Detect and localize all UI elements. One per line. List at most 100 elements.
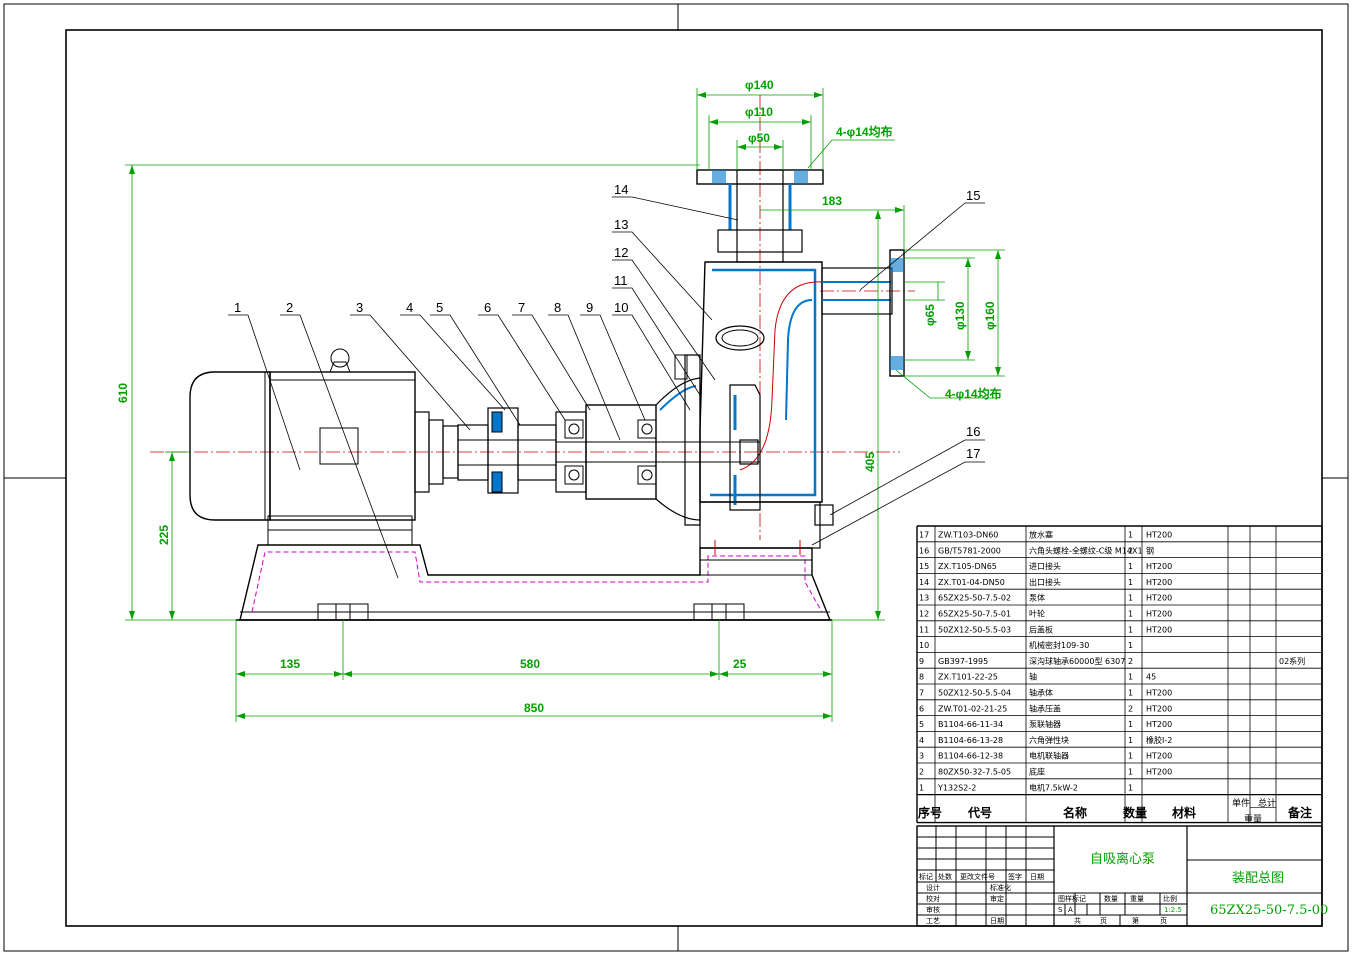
bom-cell-mat: HT200 — [1146, 689, 1172, 698]
bom-cell-code: 50ZX12-50-5.5-04 — [938, 689, 1011, 698]
bom-cell-qty: 1 — [1128, 641, 1133, 650]
bom-header-name: 名称 — [1063, 805, 1087, 820]
coupling — [457, 407, 557, 494]
tb-riqi2: 日期 — [990, 917, 1004, 925]
bom-cell-no: 13 — [919, 594, 929, 603]
tb-gong: 共 — [1074, 916, 1081, 925]
bom-cell-no: 7 — [919, 689, 924, 698]
bom-header-remark: 备注 — [1287, 805, 1312, 820]
bom-cell-name: 六角弹性块 — [1029, 735, 1069, 745]
bom-cell-no: 14 — [919, 578, 929, 587]
tb-biaoji: 标记 — [919, 872, 933, 881]
motor — [189, 348, 459, 521]
tb-product-name: 自吸离心泵 — [1090, 851, 1155, 867]
dim-phi160: φ160 — [983, 301, 997, 330]
inner-border — [65, 29, 1323, 927]
bom-header-total: 总计 — [1258, 797, 1276, 809]
bom-cell-name: 叶轮 — [1029, 609, 1045, 619]
bom-header-material: 材料 — [1171, 805, 1196, 820]
leader-1: 1 — [234, 300, 241, 315]
dim-phi110: φ110 — [745, 105, 773, 119]
bom-cell-qty: 2 — [1128, 546, 1133, 555]
leader-2: 2 — [286, 300, 293, 315]
bom-cell-name: 放水塞 — [1029, 530, 1053, 540]
bom-cell-mat: 橡胶I-2 — [1146, 735, 1172, 745]
dim-135: 135 — [280, 657, 300, 671]
bom-cell-mat: HT200 — [1146, 578, 1172, 587]
bom-cell-code: ZW.T01-02-21-25 — [938, 704, 1007, 713]
bom-cell-code: B1104-66-12-38 — [938, 752, 1003, 761]
dim-225: 225 — [157, 525, 171, 545]
bom-cell-name: 电机联轴器 — [1029, 751, 1069, 761]
bom-cell-no: 8 — [919, 673, 924, 682]
bom-cell-qty: 1 — [1128, 673, 1133, 682]
bom-cell-name: 机械密封109-30 — [1029, 640, 1089, 650]
bom-cell-code: B1104-66-13-28 — [938, 736, 1003, 745]
dim-850: 850 — [524, 701, 544, 715]
bom-cell-mat: HT200 — [1146, 610, 1172, 619]
tb-chushu: 处数 — [938, 872, 952, 881]
leader-8: 8 — [554, 300, 561, 315]
tb-ye1: 页 — [1100, 917, 1107, 925]
bom-cell-qty: 1 — [1128, 625, 1133, 634]
bom-cell-name: 轴承体 — [1029, 688, 1053, 698]
bom-cell-qty: 1 — [1128, 689, 1133, 698]
bom-cell-mat: HT200 — [1146, 768, 1172, 777]
bom-cell-code: Y132S2-2 — [937, 783, 976, 792]
tb-biaozhunhua: 标准化 — [990, 883, 1011, 892]
bom-cell-no: 1 — [919, 783, 924, 792]
bom-cell-mat: HT200 — [1146, 625, 1172, 634]
bom-cell-name: 轴承压盖 — [1029, 703, 1061, 713]
tb-zhongliang: 重量 — [1130, 895, 1144, 903]
leader-numbers: 1 2 3 4 5 6 7 8 9 10 11 12 13 14 15 16 1… — [234, 182, 980, 461]
bom-header-qty: 数量 — [1123, 805, 1147, 820]
bom-table — [916, 525, 1323, 824]
tb-stage-s: S — [1058, 906, 1063, 914]
tb-riqi: 日期 — [1030, 873, 1044, 881]
tb-sheji: 设计 — [926, 883, 940, 892]
bom-header-weight: 重量 — [1244, 813, 1262, 825]
leader-17: 17 — [966, 446, 980, 461]
bom-cell-code: 50ZX12-50-5.5-03 — [938, 625, 1011, 634]
dim-phi140: φ140 — [745, 78, 774, 92]
bom-cell-no: 5 — [919, 720, 924, 729]
tb-genggai: 更改文件号 — [960, 872, 995, 881]
leader-16: 16 — [966, 424, 980, 439]
tb-bili: 比例 — [1163, 894, 1177, 903]
bom-header-no: 序号 — [918, 805, 942, 820]
leader-10: 10 — [614, 300, 628, 315]
bom-cell-name: 后盖板 — [1029, 624, 1053, 634]
bom-cell-no: 16 — [919, 546, 929, 555]
tb-shending: 审定 — [990, 894, 1004, 903]
tb-drawing-no: 65ZX25-50-7.5-00 — [1210, 903, 1328, 918]
bom-cell-name: 底座 — [1029, 767, 1045, 777]
bom-header-code: 代号 — [967, 805, 992, 820]
bom-cell-mat: HT200 — [1146, 752, 1172, 761]
tb-tuyang: 图样标记 — [1058, 894, 1086, 903]
bom-cell-name: 进口接头 — [1029, 561, 1061, 571]
bom-cell-mat: HT200 — [1146, 720, 1172, 729]
bom-cell-no: 4 — [919, 736, 924, 745]
title-block — [916, 825, 1323, 927]
bom-cell-mat: HT200 — [1146, 531, 1172, 540]
dim-610: 610 — [116, 383, 130, 403]
bom-cell-no: 15 — [919, 562, 929, 571]
bom-cell-no: 12 — [919, 610, 929, 619]
bom-cell-mat: HT200 — [1146, 594, 1172, 603]
bom-cell-code: B1104-66-11-34 — [938, 720, 1003, 729]
leader-7: 7 — [518, 300, 525, 315]
leader-12: 12 — [614, 245, 628, 260]
bom-cell-code: ZX.T01-04-DN50 — [938, 578, 1005, 587]
dim-25: 25 — [733, 657, 747, 671]
dimension-arrows — [129, 92, 1001, 719]
bom-cell-name: 六角头螺栓-全螺纹-C级 M14X1 — [1029, 545, 1143, 555]
leader-6: 6 — [484, 300, 491, 315]
leader-14: 14 — [614, 182, 628, 197]
bom-cell-no: 9 — [919, 657, 924, 666]
pump-body — [674, 169, 905, 555]
bom-cell-no: 10 — [919, 641, 929, 650]
bom-cell-code: 65ZX25-50-7.5-02 — [938, 594, 1011, 603]
bom-cell-code: ZX.T105-DN65 — [938, 562, 997, 571]
